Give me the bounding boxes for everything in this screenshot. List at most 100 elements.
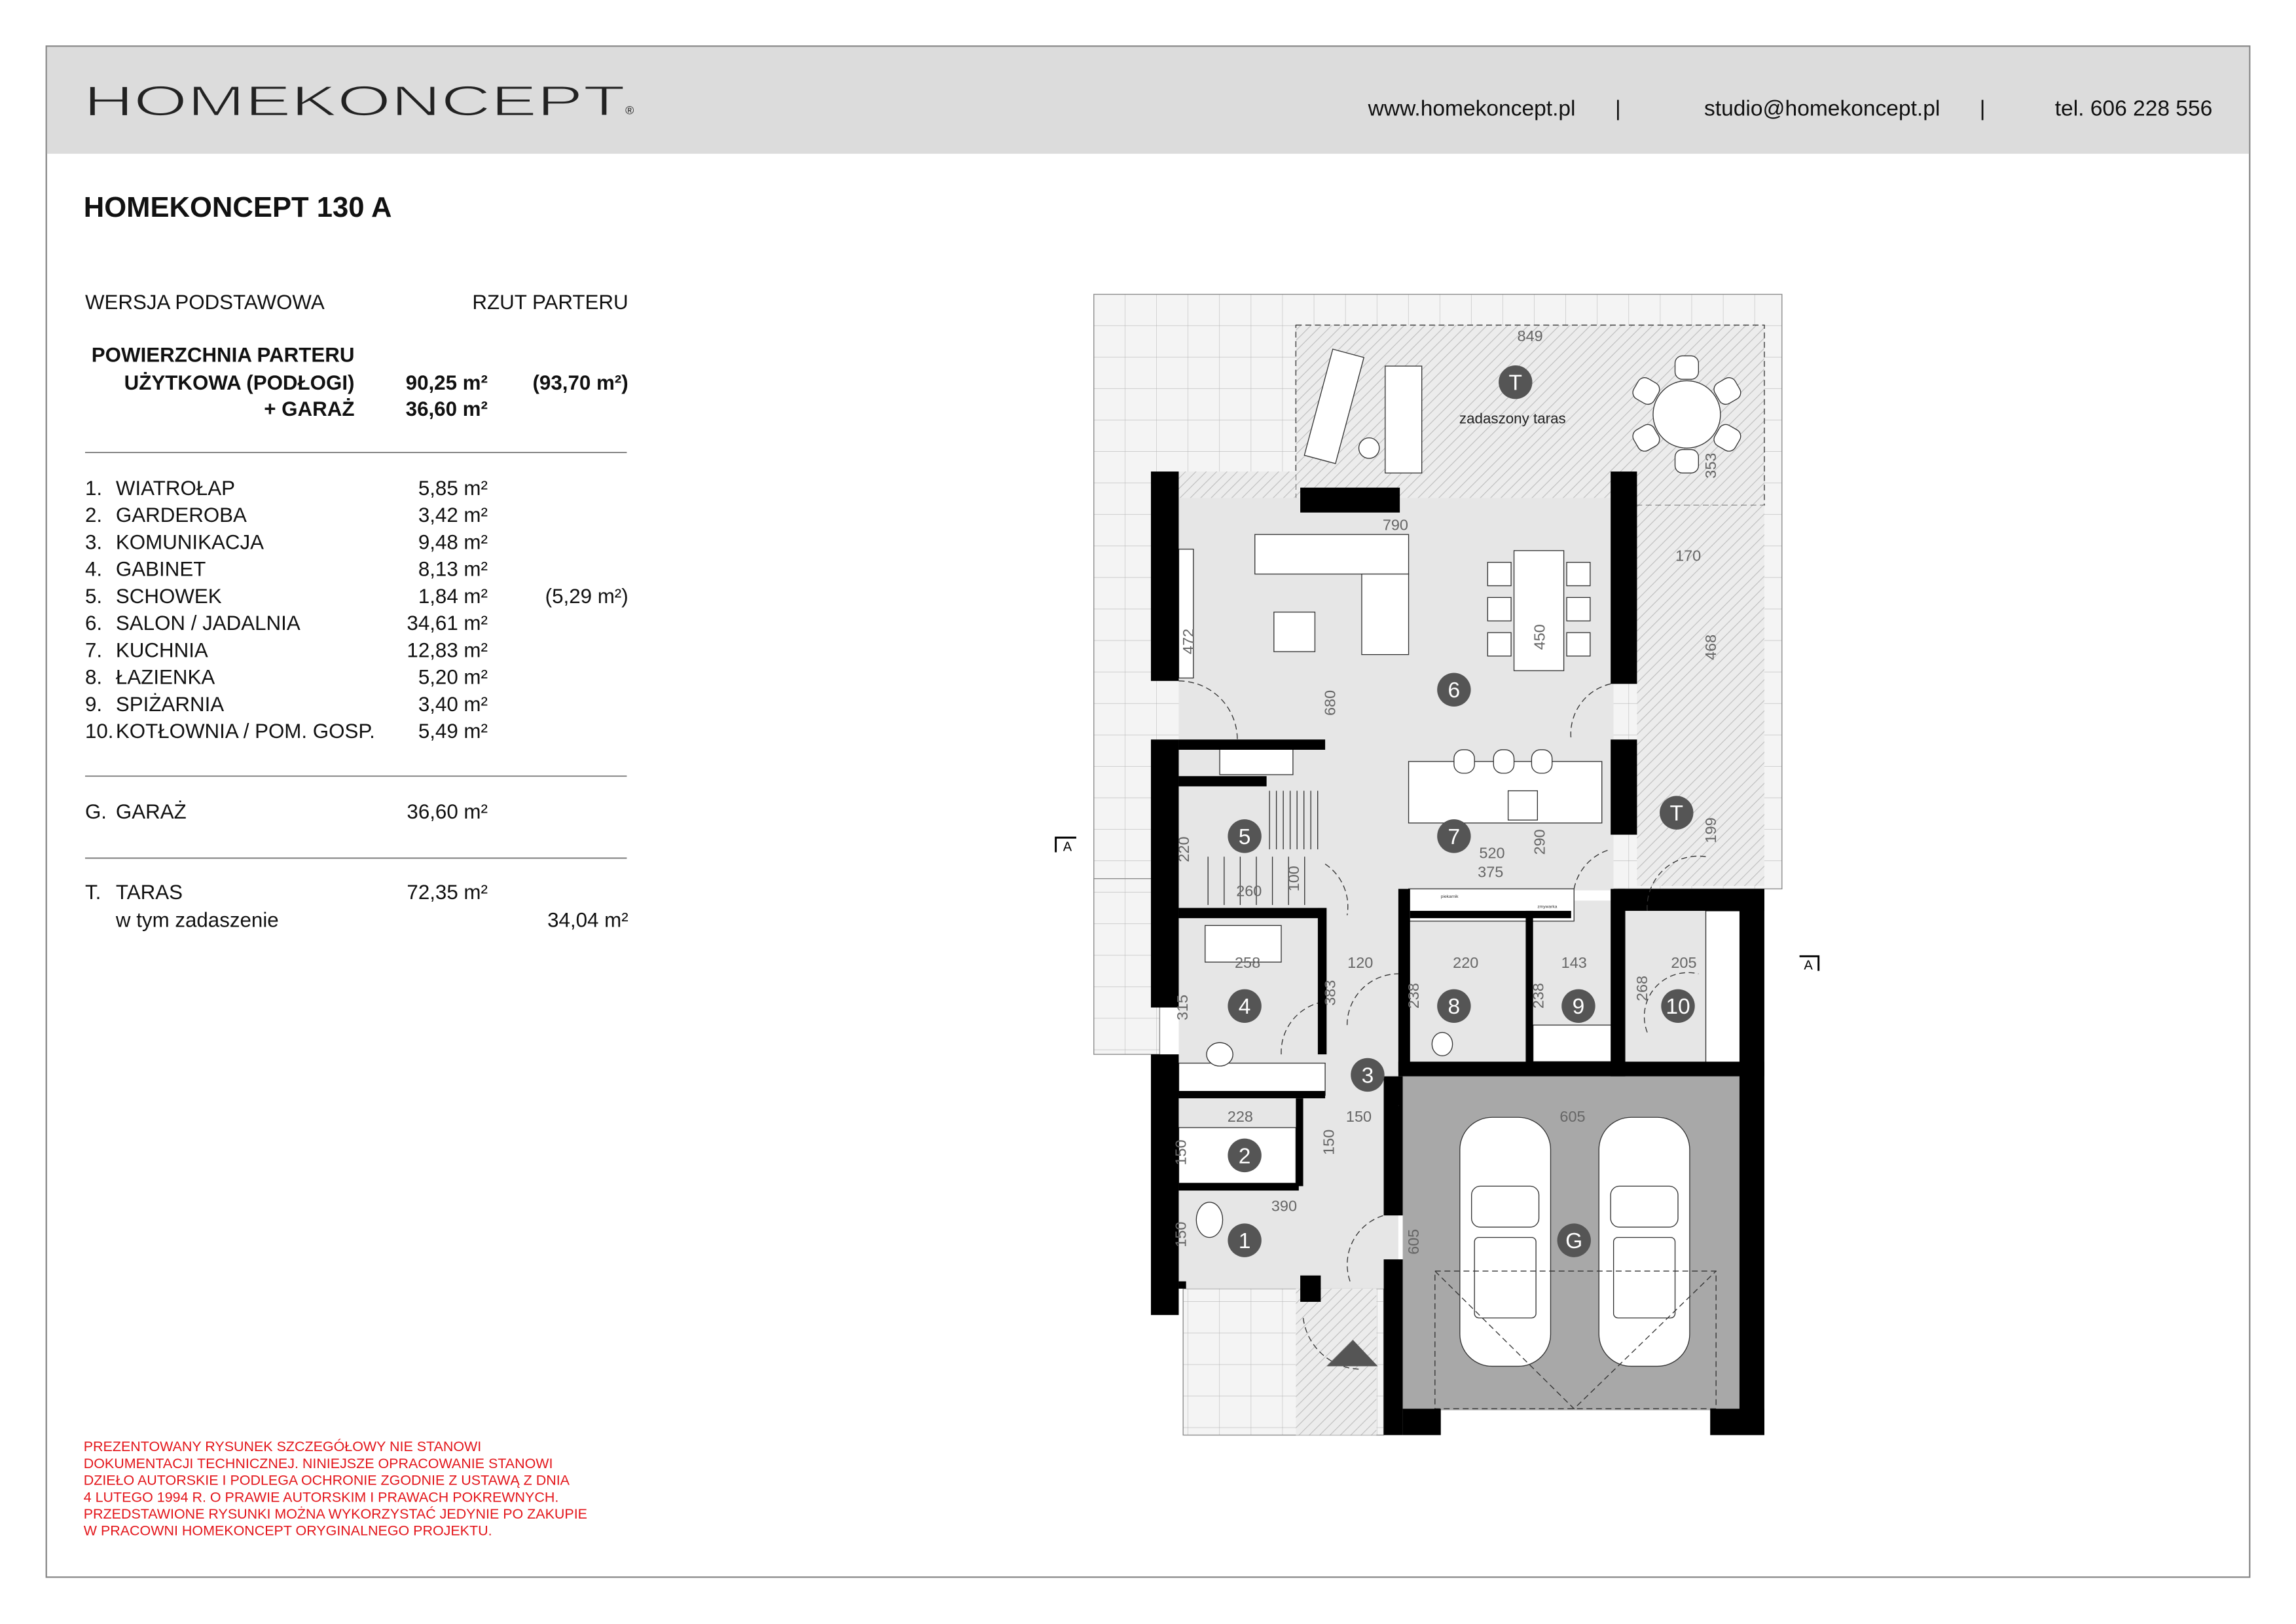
room-marker-label: G	[1565, 1229, 1582, 1253]
room-name: WIATROŁAP	[116, 477, 235, 500]
oven-label: piekarnik	[1441, 895, 1459, 899]
tv-unit	[1178, 548, 1194, 679]
room-marker: 8	[1437, 989, 1471, 1024]
website-link[interactable]: www.homekoncept.pl	[1368, 97, 1576, 121]
room-area: 12,83 m²	[407, 638, 488, 661]
dimension-label: 605	[1559, 1108, 1585, 1125]
room-number: 6.	[85, 612, 102, 635]
garage-row-area: 36,60 m²	[407, 800, 488, 823]
dimension-label: 150	[1321, 1130, 1338, 1155]
logo: HOMEKONCEPT	[84, 77, 625, 125]
room-marker-label: 10	[1666, 995, 1690, 1019]
dimension-label: 268	[1633, 976, 1650, 1001]
room-marker: 7	[1437, 819, 1471, 853]
room-marker: T	[1499, 365, 1533, 399]
walls	[1150, 471, 1764, 1435]
chair	[1674, 355, 1700, 380]
room-marker-label: 1	[1239, 1229, 1251, 1253]
room-marker-label: 7	[1448, 825, 1461, 849]
covered-terrace	[1637, 505, 1764, 886]
dimension-label: 100	[1285, 866, 1302, 891]
room-area: 5,20 m²	[418, 666, 488, 689]
room-marker-circle	[1228, 819, 1262, 853]
sofa	[1254, 534, 1410, 575]
disclaimer-line: PRZEDSTAWIONE RYSUNKI MOŻNA WYKORZYSTAĆ …	[84, 1505, 587, 1522]
dimension-label: 680	[1322, 690, 1339, 716]
room-name: KOMUNIKACJA	[116, 530, 264, 553]
dimension-label: 220	[1453, 954, 1478, 971]
chair	[1632, 377, 1660, 405]
disclaimer-line: DOKUMENTACJI TECHNICZNEJ. NINIEJSZE OPRA…	[84, 1456, 553, 1471]
registered-mark: ®	[625, 103, 634, 117]
room-name: KOTŁOWNIA / POM. GOSP.	[116, 720, 375, 743]
covered-terrace-label: zadaszony taras	[1459, 410, 1566, 426]
room-marker-circle	[1499, 365, 1533, 399]
email-link[interactable]: studio@homekoncept.pl	[1704, 97, 1940, 121]
disclaimer-line: PREZENTOWANY RYSUNEK SZCZEGÓŁOWY NIE STA…	[84, 1438, 482, 1454]
room-marker-label: T	[1509, 371, 1522, 396]
dimension-label: 220	[1175, 836, 1192, 862]
disclaimer-line: 4 LUTEGO 1994 R. O PRAWIE AUTORSKIM I PR…	[84, 1489, 559, 1505]
room-marker-label: 8	[1448, 995, 1461, 1019]
sofa	[1361, 573, 1410, 655]
chair	[1713, 424, 1741, 452]
garage-name: GARAŻ	[116, 800, 187, 823]
garage-no: G.	[85, 800, 107, 823]
room-area: 5,85 m²	[418, 477, 488, 500]
lounger	[1303, 348, 1365, 464]
summary-line3: + GARAŻ	[264, 397, 354, 420]
room-marker-circle	[1660, 796, 1694, 830]
room-number: 7.	[85, 638, 102, 661]
dimension-label: 290	[1531, 829, 1548, 855]
room-name: SPIŻARNIA	[116, 693, 224, 716]
section-mark-icon	[1055, 836, 1076, 853]
room-marker: G	[1557, 1223, 1591, 1257]
page-title: HOMEKONCEPT 130 A	[84, 192, 392, 223]
room-marker-circle	[1557, 1223, 1591, 1257]
chairs	[1632, 355, 1741, 473]
dimension-label: 238	[1405, 983, 1422, 1008]
room-area: 3,42 m²	[418, 504, 488, 526]
dimension-label: 150	[1346, 1108, 1372, 1125]
dimension-label: 238	[1529, 983, 1546, 1008]
dimension-label: 258	[1235, 954, 1260, 971]
dimension-label: 143	[1561, 954, 1587, 971]
room-name: KUCHNIA	[116, 638, 208, 661]
bar-stools	[1453, 749, 1553, 774]
room-marker-label: 5	[1239, 825, 1251, 849]
doors	[1178, 680, 1706, 1370]
terrace-name: TARAS	[116, 881, 183, 904]
floor-plan: piekarnik zmywarka	[1055, 293, 1820, 1436]
room-name: GARDEROBA	[116, 504, 247, 526]
dimension-label: 790	[1383, 517, 1408, 534]
room-marker-circle	[1228, 1138, 1262, 1173]
dimension-label: 390	[1271, 1197, 1297, 1214]
room-area: 1,84 m²	[418, 585, 488, 608]
room-marker-circle	[1661, 989, 1695, 1024]
room-marker: 1	[1228, 1223, 1262, 1257]
room-marker-label: 4	[1239, 995, 1251, 1019]
dimension-label: 849	[1518, 327, 1543, 344]
coffee-table	[1273, 612, 1316, 652]
room-area-extra: (5,29 m²)	[545, 585, 629, 608]
view-label: RZUT PARTERU	[472, 291, 628, 314]
room-number: 5.	[85, 585, 102, 608]
phone-link[interactable]: tel. 606 228 556	[2055, 97, 2213, 121]
terrace-paving	[1093, 878, 1161, 1055]
total-area: (93,70 m²)	[533, 371, 629, 394]
side-table	[1358, 437, 1380, 459]
room-marker-circle	[1437, 673, 1471, 707]
dimension-label: 605	[1405, 1229, 1422, 1255]
room-name: SCHOWEK	[116, 585, 222, 608]
room-marker: 3	[1351, 1058, 1385, 1092]
room-number: 2.	[85, 504, 102, 526]
room-name: ŁAZIENKA	[116, 666, 215, 689]
separator: |	[1980, 97, 1986, 121]
toilet	[1431, 1031, 1453, 1057]
terrace-sub: w tym zadaszenie	[115, 909, 279, 932]
chair	[1674, 449, 1700, 473]
